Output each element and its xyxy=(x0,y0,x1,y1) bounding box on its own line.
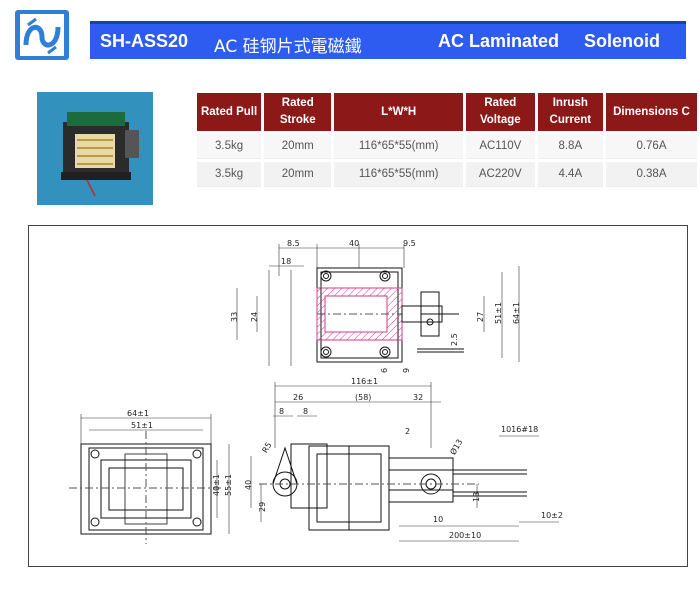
dim-10-2: 10±2 xyxy=(541,511,563,520)
dim-dia-13: Ø13 xyxy=(448,437,465,456)
dim-9: 9 xyxy=(402,368,411,373)
dim-26: 26 xyxy=(293,393,303,402)
dim-wire-gauge: 1016#18 xyxy=(501,425,538,434)
dim-8-5: 8.5 xyxy=(287,239,300,248)
cell: AC220V xyxy=(465,162,535,187)
header-lwh: L*W*H xyxy=(334,93,463,131)
solenoid-product-photo xyxy=(37,92,153,205)
side-view xyxy=(259,443,527,531)
dim-18: 18 xyxy=(281,257,291,266)
cell: AC110V xyxy=(465,134,535,159)
technical-drawing: 8.5 40 9.5 18 33 24 27 51±1 64±1 2.5 6 9 xyxy=(28,225,688,567)
cell: 0.38A xyxy=(605,162,697,187)
product-photo xyxy=(37,92,153,205)
dim-13: 13 xyxy=(472,492,481,502)
table-row: 3.5kg 20mm 116*65*55(mm) AC220V 4.4A 0.3… xyxy=(197,162,697,187)
cell: 3.5kg xyxy=(197,162,262,187)
cell: 20mm xyxy=(264,162,332,187)
dim-116: 116±1 xyxy=(351,377,378,386)
end-view-labels: 64±1 51±1 40±1 55±1 xyxy=(127,409,233,496)
end-view xyxy=(69,431,224,544)
dim-64-end: 64±1 xyxy=(127,409,149,418)
title-chinese: AC 硅钢片式電磁鐵 xyxy=(214,37,362,57)
title-english-2: Solenoid xyxy=(584,31,660,51)
cell: 0.76A xyxy=(605,134,697,159)
dim-40-side: 40 xyxy=(244,480,253,490)
top-view xyxy=(316,267,464,363)
title-english-1: AC Laminated xyxy=(438,31,560,51)
header-rated-pull: Rated Pull xyxy=(197,93,262,131)
dim-r5: R5 xyxy=(260,441,273,455)
dim-10: 10 xyxy=(433,515,443,524)
dim-64: 64±1 xyxy=(512,302,521,324)
title-banner: SH-ASS20 AC 硅钢片式電磁鐵 AC Laminated Solenoi… xyxy=(90,21,686,59)
model-number: SH-ASS20 xyxy=(100,31,189,51)
dim-40-end: 40±1 xyxy=(212,474,221,496)
dim-33: 33 xyxy=(230,312,239,322)
dim-55-end: 55±1 xyxy=(224,474,233,496)
dim-58: (58) xyxy=(355,393,371,402)
cell: 116*65*55(mm) xyxy=(334,162,463,187)
cell: 116*65*55(mm) xyxy=(334,134,463,159)
end-view-dimensions xyxy=(80,414,230,534)
dim-40: 40 xyxy=(349,239,359,248)
dim-29: 29 xyxy=(258,502,267,512)
dim-200: 200±10 xyxy=(449,531,481,540)
dim-6: 6 xyxy=(380,368,389,373)
dim-24: 24 xyxy=(250,312,259,322)
cell: 3.5kg xyxy=(197,134,262,159)
table-row: 3.5kg 20mm 116*65*55(mm) AC110V 8.8A 0.7… xyxy=(197,134,697,159)
dim-51-end: 51±1 xyxy=(131,421,153,430)
dim-2: 2 xyxy=(405,427,410,436)
company-logo xyxy=(15,10,69,60)
cell: 8.8A xyxy=(537,134,603,159)
cell: 4.4A xyxy=(537,162,603,187)
drawing-canvas: 8.5 40 9.5 18 33 24 27 51±1 64±1 2.5 6 9 xyxy=(69,239,563,544)
dim-2-5: 2.5 xyxy=(450,333,459,346)
top-view-dimensions xyxy=(236,244,520,366)
dim-9-5: 9.5 xyxy=(403,239,416,248)
dim-32: 32 xyxy=(413,393,423,402)
side-view-dimensions xyxy=(250,382,559,542)
dim-8a: 8 xyxy=(279,407,284,416)
dim-51: 51±1 xyxy=(494,302,503,324)
top-view-labels: 8.5 40 9.5 18 33 24 27 51±1 64±1 2.5 6 9 xyxy=(230,239,521,373)
dim-27: 27 xyxy=(476,312,485,322)
cell: 20mm xyxy=(264,134,332,159)
header-dimensions-c: Dimensions C xyxy=(605,93,697,131)
dim-8b: 8 xyxy=(303,407,308,416)
